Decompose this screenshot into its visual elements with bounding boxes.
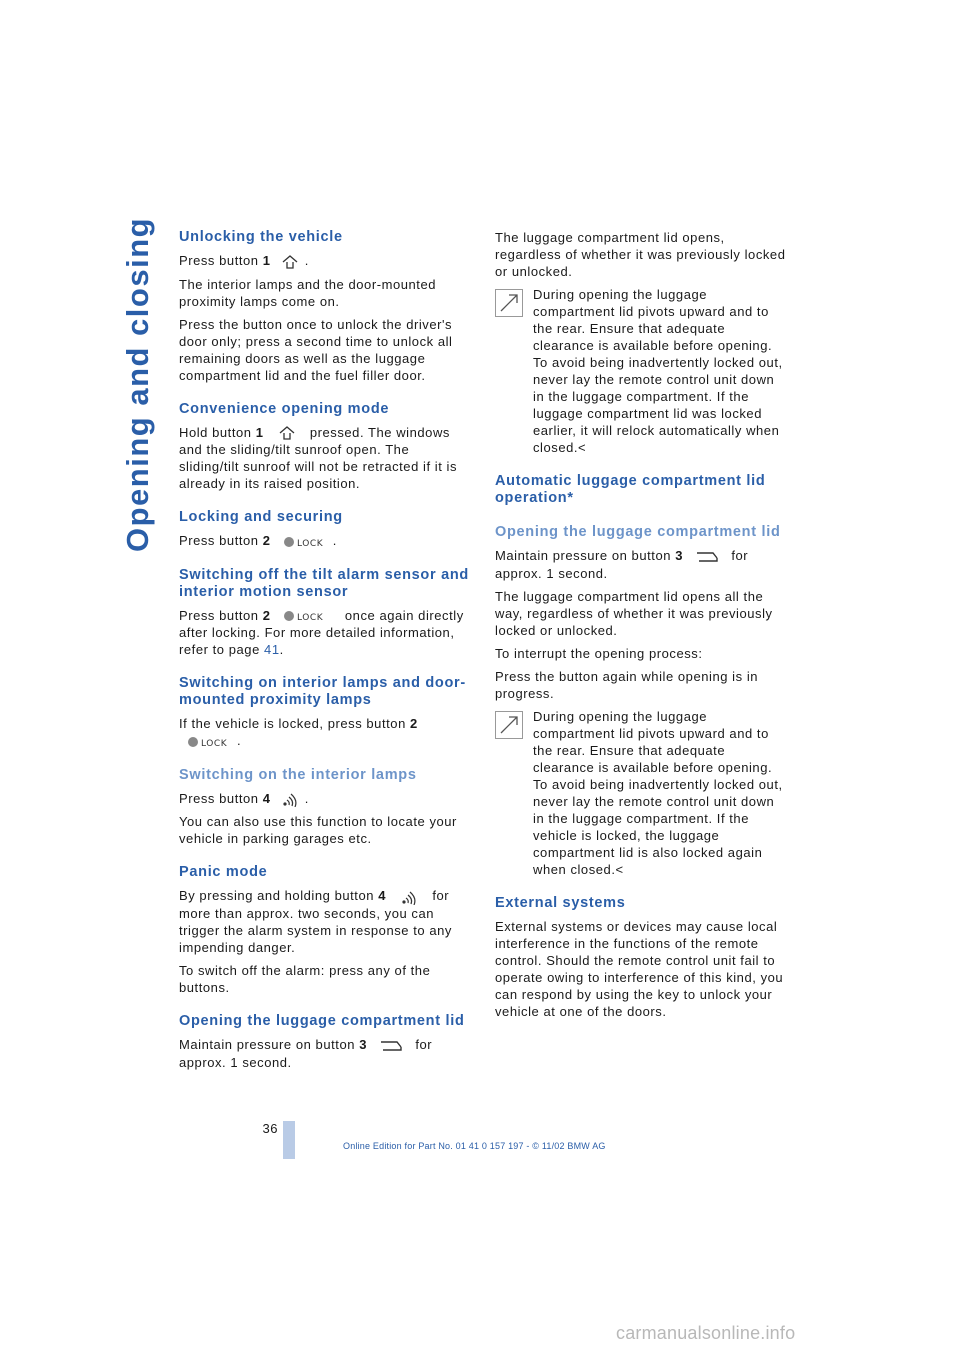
caution-note-icon xyxy=(495,710,523,739)
caution-note-icon xyxy=(495,289,523,317)
page-number: 36 xyxy=(262,1121,278,1136)
unlock-lamps-text: The interior lamps and the door-mounted … xyxy=(179,276,437,309)
panic-switch-off-text: To switch off the alarm: press any of th… xyxy=(179,962,431,995)
svg-text:LOCK: LOCK xyxy=(297,613,324,623)
heading-interior-lamps: Switching on the interior lamps xyxy=(179,766,417,783)
interior-lamps-locate-text: You can also use this function to locate… xyxy=(179,814,457,847)
lock-button-icon: LOCK xyxy=(283,611,324,623)
interior-proximity-text: If the vehicle is locked, press button 2… xyxy=(179,716,418,749)
heading-automatic-luggage: Automatic luggage compartment lid operat… xyxy=(495,473,766,506)
caution-note: During opening the luggage compartment l… xyxy=(495,286,787,456)
heading-unlocking: Unlocking the vehicle xyxy=(179,229,343,245)
subheading-luggage-opening: Opening the luggage compartment lid xyxy=(495,524,781,540)
trunk-open-icon xyxy=(697,551,718,562)
svg-text:LOCK: LOCK xyxy=(297,539,324,549)
convenience-text: Hold button 1 pressed. The windows and t… xyxy=(179,424,458,492)
panic-text: By pressing and holding button 4 for mor… xyxy=(179,888,452,955)
unlock-arrow-icon xyxy=(279,426,295,440)
caution-note-text: During opening the luggage compartment l… xyxy=(533,287,783,455)
heading-panic: Panic mode xyxy=(179,864,268,881)
interior-lamps-instruction: Press button 4 . xyxy=(179,790,309,808)
chapter-side-title: Opening and closing xyxy=(120,216,155,552)
trunk-open-icon xyxy=(381,1040,402,1051)
unlock-doors-text: Press the button once to unlock the driv… xyxy=(179,316,453,383)
caution-note: During opening the luggage compartment l… xyxy=(495,708,787,878)
heading-convenience: Convenience opening mode xyxy=(179,400,390,417)
external-systems-text: External systems or devices may cause lo… xyxy=(495,918,784,1019)
press-again-text: Press the button again while opening is … xyxy=(495,668,759,701)
tilt-alarm-text: Press button 2 LOCK once again directly … xyxy=(179,607,464,658)
heading-tilt-alarm: Switching off the tilt alarm sensor and … xyxy=(179,566,469,600)
unlock-instruction: Press button 1 . xyxy=(179,253,309,269)
svg-text:LOCK: LOCK xyxy=(201,739,228,749)
unlock-arrow-icon xyxy=(282,254,298,269)
caution-note-text: During opening the luggage compartment l… xyxy=(533,708,783,877)
lock-button-icon: LOCK xyxy=(283,536,324,549)
edition-footer: Online Edition for Part No. 01 41 0 157 … xyxy=(343,1141,606,1151)
heading-external-systems: External systems xyxy=(495,894,626,911)
auto-luggage-opens-text: The luggage compartment lid opens all th… xyxy=(495,588,773,638)
lock-button-icon: LOCK xyxy=(188,736,228,749)
heading-locking: Locking and securing xyxy=(179,509,343,526)
left-column: Unlocking the vehicle Press button 1 . T… xyxy=(179,229,471,1071)
radio-waves-icon xyxy=(402,891,416,905)
heading-interior-proximity: Switching on interior lamps and door-mou… xyxy=(179,675,466,709)
interrupt-text: To interrupt the opening process: xyxy=(495,645,703,661)
luggage-opening-text: Maintain pressure on button 3 for approx… xyxy=(179,1036,433,1070)
right-column: The luggage compartment lid opens, regar… xyxy=(495,229,787,1020)
watermark: carmanualsonline.info xyxy=(616,1323,796,1343)
radio-waves-icon xyxy=(283,793,297,808)
auto-luggage-text: Maintain pressure on button 3 for approx… xyxy=(495,548,749,581)
luggage-opens-text: The luggage compartment lid opens, regar… xyxy=(495,230,786,279)
page-reference-link[interactable]: 41 xyxy=(264,642,280,658)
footer-bar xyxy=(283,1121,295,1159)
heading-luggage-opening: Opening the luggage compartment lid xyxy=(179,1012,465,1029)
locking-instruction: Press button 2 LOCK . xyxy=(179,533,337,549)
